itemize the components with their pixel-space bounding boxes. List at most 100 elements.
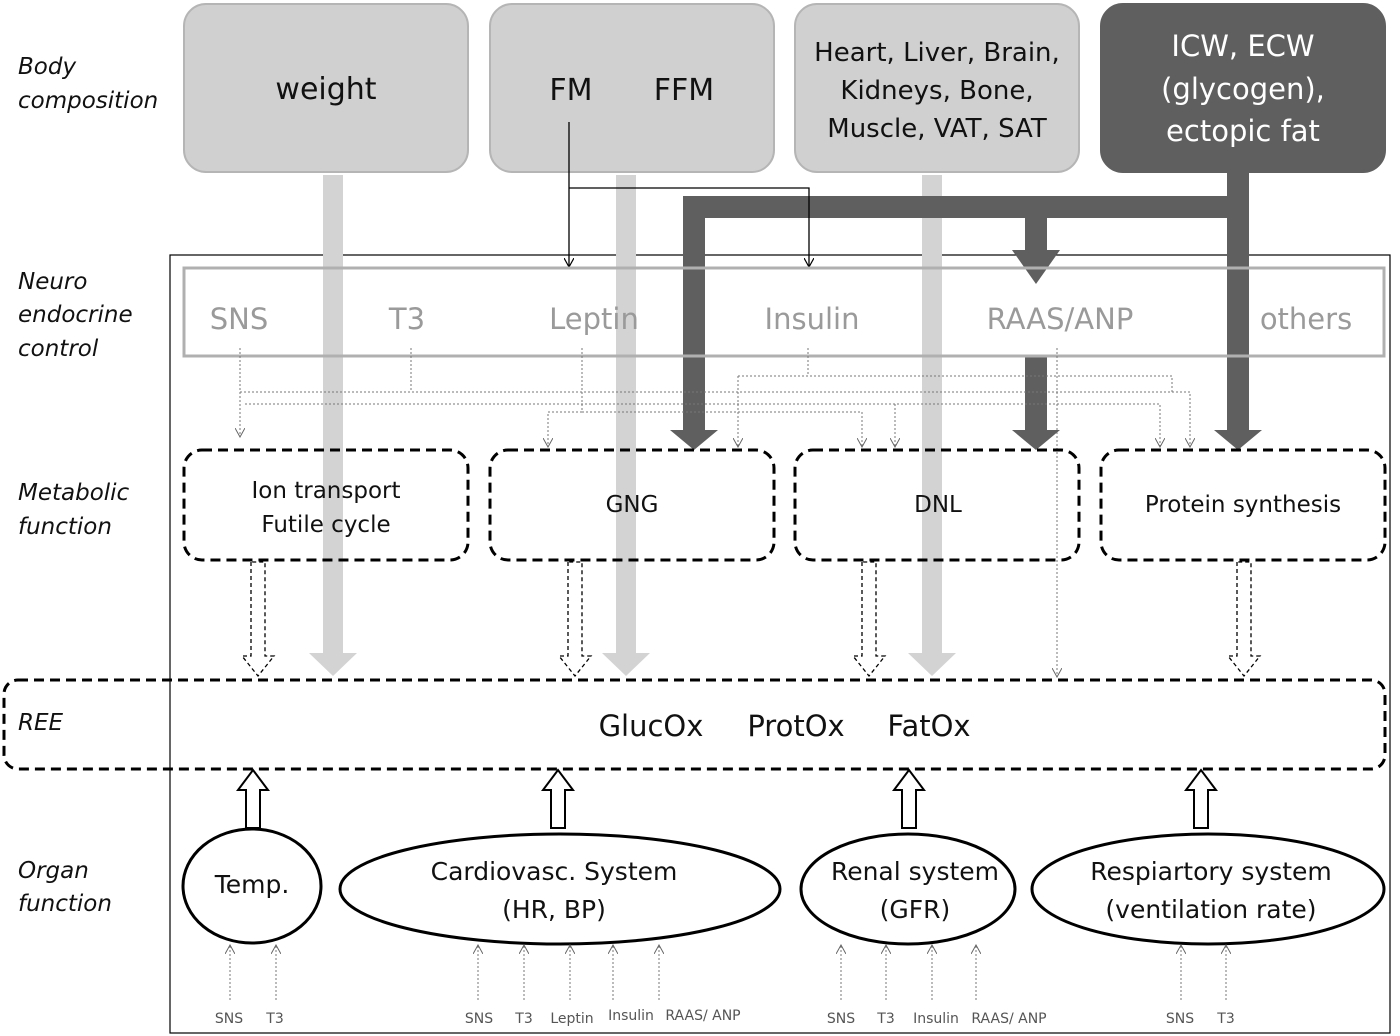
dark-raas-to-dnl-shaft [1025,355,1047,432]
water-line-3: ectopic fat [1166,114,1320,148]
dark-vertical-main [1227,172,1249,432]
renal-line-2: (GFR) [880,895,951,924]
row-label-metabolic-2: function [18,514,112,540]
dark-horizontal [683,196,1249,218]
neuro-others: others [1260,302,1352,336]
cardio-input-leptin: Leptin [550,1011,593,1027]
ree-box [2,678,1387,771]
row-label-body-2: composition [18,88,158,114]
cardio-to-ree-arrow [541,768,575,829]
organs-flow-head [908,653,956,676]
cardio-input-insulin: Insulin [608,1008,654,1024]
fm-label: FM [549,73,592,108]
row-label-organ-2: function [18,891,112,917]
ree-glucox: GlucOx [599,709,704,743]
row-label-metabolic-1: Metabolic [18,480,130,506]
temp-label: Temp. [214,870,290,899]
organ-to-ree-arrows [236,768,1218,829]
temp-input-t3: T3 [265,1011,283,1027]
cardio-line-1: Cardiovasc. System [431,857,678,886]
gng-to-ree-arrow [557,561,593,678]
temp-to-ree-arrow [236,768,270,829]
temp-ellipse [181,827,323,945]
row-label-neuro-2: endocrine [18,302,133,328]
protein-to-ree-arrow [1226,561,1262,678]
dnl-to-ree-arrow [851,561,887,678]
renal-input-raas: RAAS/ ANP [971,1011,1046,1027]
resp-input-sns: SNS [1166,1011,1194,1027]
neuro-sns: SNS [210,302,269,336]
weight-box [183,3,469,173]
dark-to-raas-shaft [1025,196,1047,252]
metabolic-boxes [182,448,1387,562]
renal-input-sns: SNS [827,1011,855,1027]
gng-label: GNG [606,492,659,518]
organs-line-2: Kidneys, Bone, [840,76,1033,106]
water-line-1: ICW, ECW [1171,29,1314,63]
row-labels: Body composition Neuro endocrine control… [18,54,158,917]
dark-to-gng-head [670,430,718,450]
row-label-ree: REE [18,710,64,736]
renal-to-ree-arrow [892,768,926,829]
gng-box [488,448,776,562]
renal-input-t3: T3 [876,1011,894,1027]
fm-to-insulin-arrow [569,187,809,266]
neuro-t3: T3 [388,302,425,336]
organ-input-arrows [230,946,1226,1000]
ffm-label: FFM [654,73,714,108]
resp-input-t3: T3 [1216,1011,1234,1027]
ree-fatox: FatOx [887,709,970,743]
weight-flow-head [309,653,357,676]
ion-transport-line-1: Ion transport [251,478,400,504]
light-flow-arrows [309,175,956,676]
resp-line-2: (ventilation rate) [1105,895,1316,924]
weight-flow-shaft [323,175,343,653]
row-label-neuro-3: control [18,336,99,362]
resp-line-1: Respiartory system [1090,857,1332,886]
row-label-neuro-1: Neuro [18,269,87,295]
row-label-organ-1: Organ [18,858,89,884]
cardio-ellipse [338,832,782,946]
ree-protox: ProtOx [747,709,844,743]
sns-bus-1 [240,391,1190,446]
ffm-flow-shaft [616,175,636,653]
fm-ffm-box [489,3,775,173]
cardio-input-raas: RAAS/ ANP [665,1008,740,1024]
organs-line-3: Muscle, VAT, SAT [827,114,1047,144]
cardio-input-sns: SNS [465,1011,493,1027]
leptin-dotted [548,348,583,446]
organs-box [794,3,1080,173]
outer-frame [169,254,1391,1034]
ion-to-ree-arrow [240,561,276,678]
insulin-bus [738,375,1173,392]
organ-input-labels: SNS T3 SNS T3 Leptin Insulin RAAS/ ANP S… [215,1008,1235,1027]
neuro-leptin: Leptin [549,302,639,336]
dark-to-protein-head [1214,430,1262,450]
dark-to-gng-shaft [683,196,705,432]
resp-to-ree-arrow [1184,768,1218,829]
weight-label: weight [275,72,376,107]
renal-input-insulin: Insulin [913,1011,959,1027]
dnl-box [793,448,1081,562]
resp-ellipse [1030,832,1386,946]
leptin-to-dnl [582,411,862,446]
organ-ellipses [181,827,1386,946]
protein-synthesis-label: Protein synthesis [1145,492,1341,518]
organs-line-1: Heart, Liver, Brain, [814,38,1060,68]
cardio-input-t3: T3 [514,1011,532,1027]
neuro-raas-anp: RAAS/ANP [987,302,1134,336]
hormone-dotted-lines [240,348,1190,676]
dnl-label: DNL [914,492,962,518]
neuro-labels: SNS T3 Leptin Insulin RAAS/ANP others [210,302,1352,336]
ion-transport-box [182,448,470,562]
dark-to-dnl-head [1012,430,1060,450]
fm-arrows [569,122,809,266]
ion-transport-line-2: Futile cycle [261,512,390,538]
renal-line-1: Renal system [831,857,999,886]
organs-flow-shaft [922,175,942,653]
renal-ellipse [799,832,1017,946]
neuro-insulin: Insulin [765,302,860,336]
t3-bus [245,403,1160,446]
dark-flow-arrows [670,172,1262,450]
